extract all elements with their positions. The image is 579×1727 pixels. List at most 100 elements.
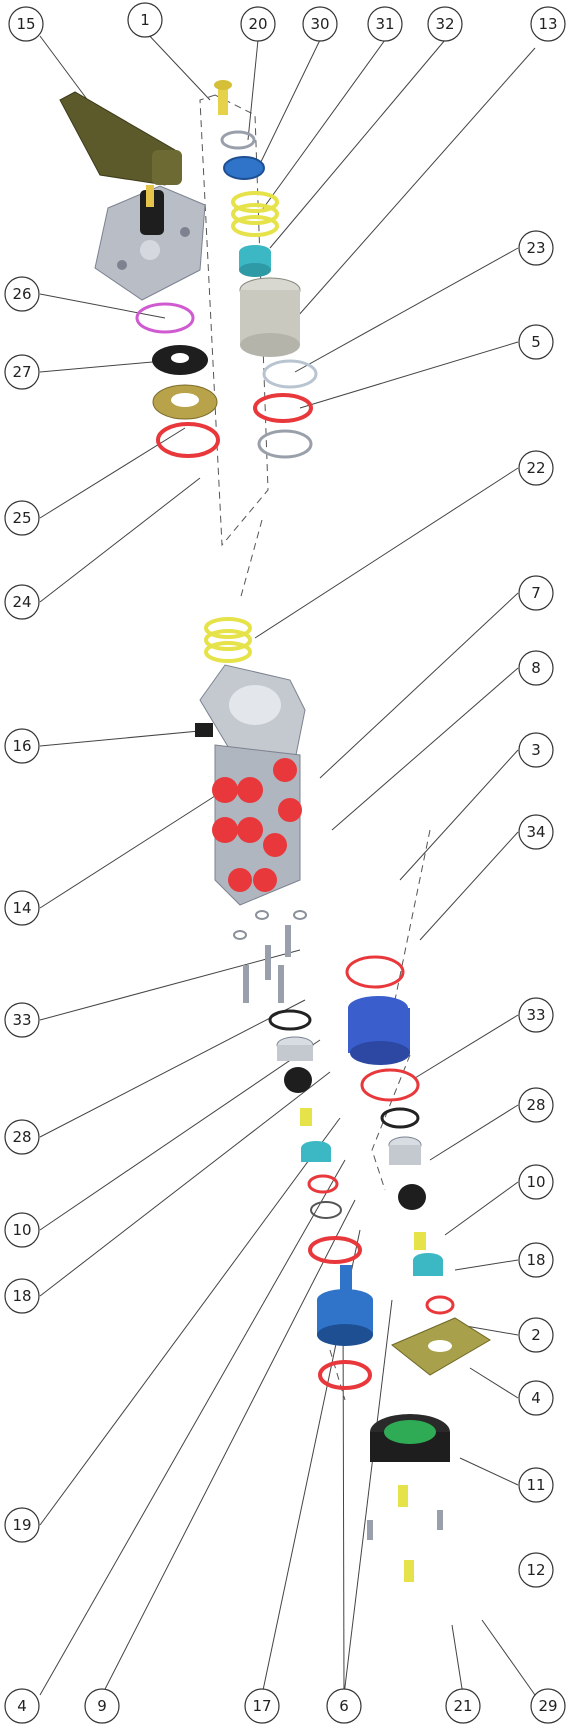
callout-29: 29: [530, 1688, 566, 1724]
svg-text:16: 16: [12, 737, 31, 755]
ring-part-22: [257, 429, 313, 459]
svg-text:10: 10: [526, 1173, 545, 1191]
red-oring-part-5: [253, 393, 313, 423]
plate-part-11: [391, 1317, 491, 1376]
red-oring-part-4a: [307, 1174, 339, 1194]
yellow-part-18b: [414, 1232, 426, 1250]
red-oring-part-6a: [308, 1236, 362, 1264]
callout-8: 8: [518, 650, 554, 686]
svg-text:5: 5: [531, 333, 541, 351]
callout-32: 32: [427, 6, 463, 42]
spring-part-31: [231, 191, 279, 237]
svg-text:2: 2: [531, 1326, 541, 1344]
callout-4-right: 4: [518, 1380, 554, 1416]
svg-text:11: 11: [526, 1476, 545, 1494]
svg-text:6: 6: [339, 1697, 349, 1715]
svg-text:1: 1: [140, 11, 150, 29]
callout-22: 22: [518, 450, 554, 486]
svg-text:13: 13: [538, 15, 557, 33]
callout-33-right: 33: [518, 997, 554, 1033]
callout-18-right: 18: [518, 1242, 554, 1278]
svg-text:20: 20: [248, 15, 267, 33]
callout-34: 34: [518, 814, 554, 850]
callout-17: 17: [244, 1688, 280, 1724]
callout-12: 12: [518, 1552, 554, 1588]
svg-text:30: 30: [310, 15, 329, 33]
blue-piston-part-34: [348, 996, 410, 1065]
callout-4-bottom: 4: [4, 1688, 40, 1724]
red-oring-part-4b: [425, 1295, 455, 1315]
callout-11: 11: [518, 1467, 554, 1503]
svg-text:34: 34: [526, 823, 545, 841]
callout-13: 13: [530, 6, 566, 42]
svg-text:18: 18: [526, 1251, 545, 1269]
clip-part-26: [135, 302, 195, 334]
callout-26: 26: [4, 276, 40, 312]
sleeve-part-13: [239, 277, 301, 357]
black-seal-part-27: [152, 345, 208, 375]
svg-text:23: 23: [526, 239, 545, 257]
blue-cup-part-30: [223, 156, 265, 180]
callout-6: 6: [326, 1688, 362, 1724]
callout-33-left: 33: [4, 1002, 40, 1038]
svg-text:24: 24: [12, 593, 31, 611]
svg-text:32: 32: [435, 15, 454, 33]
callout-5: 5: [518, 324, 554, 360]
svg-text:33: 33: [526, 1006, 545, 1024]
spring-part-7: [204, 617, 252, 663]
callout-16: 16: [4, 728, 40, 764]
svg-text:25: 25: [12, 509, 31, 527]
svg-text:26: 26: [12, 285, 31, 303]
svg-text:14: 14: [12, 899, 31, 917]
screws-part-8: [233, 910, 307, 1003]
svg-text:4: 4: [17, 1697, 27, 1715]
teal-valve-part-32: [239, 245, 271, 277]
blue-piston-part-17: [317, 1265, 373, 1346]
callout-2: 2: [518, 1317, 554, 1353]
callout-15: 15: [8, 6, 44, 42]
callout-10-left: 10: [4, 1212, 40, 1248]
red-oring-part-3b: [360, 1068, 420, 1102]
teal-part-19: [301, 1141, 331, 1162]
svg-text:31: 31: [375, 15, 394, 33]
svg-text:4: 4: [531, 1389, 541, 1407]
callout-30: 30: [302, 6, 338, 42]
ring-part-33b: [380, 1107, 420, 1129]
red-oring-part-6b: [318, 1360, 372, 1390]
svg-text:18: 18: [12, 1287, 31, 1305]
cage-part-28a: [276, 1036, 314, 1061]
screws-part-29: [367, 1510, 443, 1540]
callout-20: 20: [240, 6, 276, 42]
red-oring-part-24: [156, 422, 220, 458]
teal-part-2: [413, 1253, 443, 1276]
callout-28-left: 28: [4, 1119, 40, 1155]
black-seal-part-10b: [398, 1184, 426, 1210]
assembly-axes: [199, 94, 431, 1401]
callout-28-right: 28: [518, 1087, 554, 1123]
valve-body-part-14: [199, 664, 306, 906]
callout-27: 27: [4, 354, 40, 390]
callout-23: 23: [518, 230, 554, 266]
svg-text:21: 21: [453, 1697, 472, 1715]
ring-part-23: [262, 359, 318, 389]
svg-text:9: 9: [97, 1697, 107, 1715]
svg-text:17: 17: [252, 1697, 271, 1715]
callout-3: 3: [518, 732, 554, 768]
svg-text:19: 19: [12, 1516, 31, 1534]
svg-text:12: 12: [526, 1561, 545, 1579]
svg-text:10: 10: [12, 1221, 31, 1239]
callout-25: 25: [4, 500, 40, 536]
svg-text:3: 3: [531, 741, 541, 759]
svg-text:27: 27: [12, 363, 31, 381]
black-seal-part-10a: [284, 1067, 312, 1093]
callout-10-right: 10: [518, 1164, 554, 1200]
ring-part-33a: [268, 1009, 312, 1031]
svg-text:28: 28: [526, 1096, 545, 1114]
callout-1: 1: [127, 2, 163, 38]
callout-14: 14: [4, 890, 40, 926]
red-oring-part-3: [345, 955, 405, 989]
yellow-part-18a: [300, 1108, 312, 1126]
callout-31: 31: [367, 6, 403, 42]
svg-text:28: 28: [12, 1128, 31, 1146]
